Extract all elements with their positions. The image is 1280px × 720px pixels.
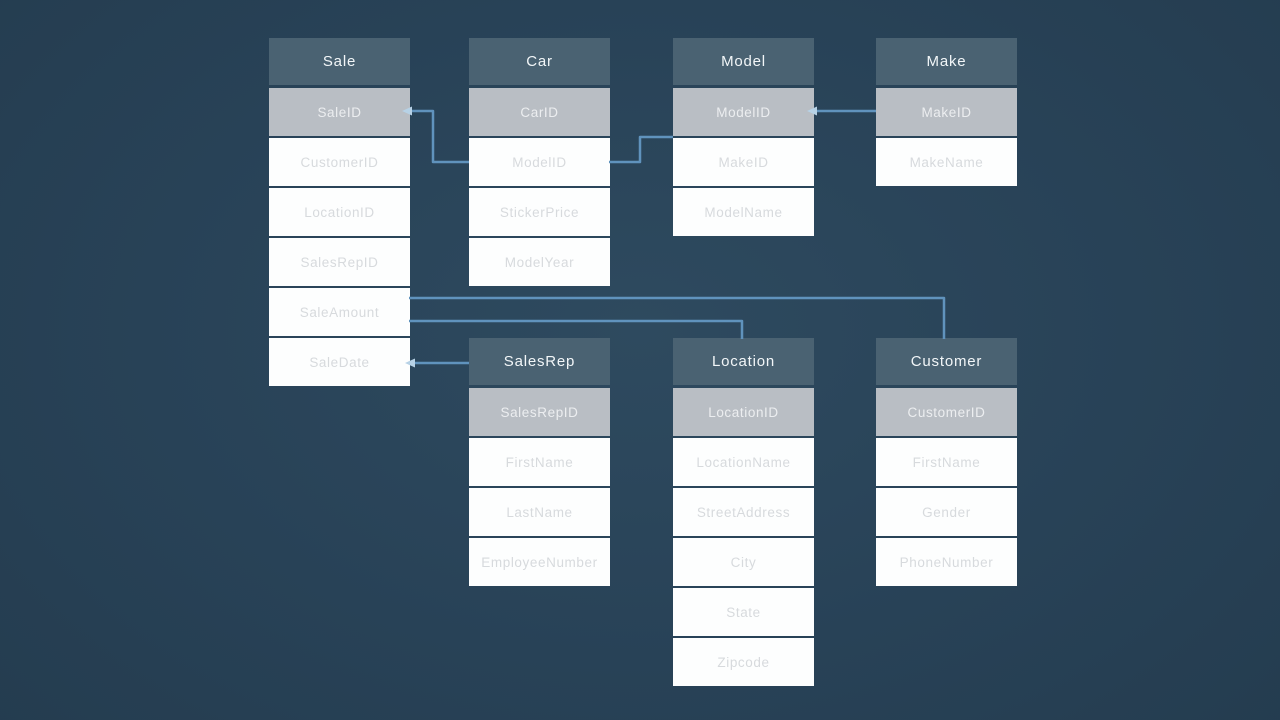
connector-sale-customer <box>409 296 946 339</box>
table-location: Location LocationID LocationName StreetA… <box>673 338 814 688</box>
table-car-field-modelyear: ModelYear <box>469 238 610 286</box>
table-car-title: Car <box>469 38 610 85</box>
table-customer-field-gender: Gender <box>876 488 1017 536</box>
table-sale: Sale SaleID CustomerID LocationID SalesR… <box>269 38 410 388</box>
table-model-field-modelid: ModelID <box>673 88 814 136</box>
table-make-field-makeid: MakeID <box>876 88 1017 136</box>
table-model-field-makeid: MakeID <box>673 138 814 186</box>
table-model-title: Model <box>673 38 814 85</box>
connector-sale-location <box>409 319 744 339</box>
connector-car-model <box>609 135 673 164</box>
table-location-field-locationname: LocationName <box>673 438 814 486</box>
table-sale-field-saledate: SaleDate <box>269 338 410 386</box>
table-customer-field-firstname: FirstName <box>876 438 1017 486</box>
table-car-field-stickerprice: StickerPrice <box>469 188 610 236</box>
table-salesrep-title: SalesRep <box>469 338 610 385</box>
table-sale-title: Sale <box>269 38 410 85</box>
table-salesrep-field-salesrepid: SalesRepID <box>469 388 610 436</box>
connector-sale-car <box>405 109 469 164</box>
table-car-field-carid: CarID <box>469 88 610 136</box>
table-car: Car CarID ModelID StickerPrice ModelYear <box>469 38 610 288</box>
table-customer-field-phonenumber: PhoneNumber <box>876 538 1017 586</box>
table-customer: Customer CustomerID FirstName Gender Pho… <box>876 338 1017 588</box>
table-customer-field-customerid: CustomerID <box>876 388 1017 436</box>
table-sale-field-saleid: SaleID <box>269 88 410 136</box>
table-salesrep: SalesRep SalesRepID FirstName LastName E… <box>469 338 610 588</box>
table-location-field-zipcode: Zipcode <box>673 638 814 686</box>
table-location-field-streetaddress: StreetAddress <box>673 488 814 536</box>
table-sale-field-saleamount: SaleAmount <box>269 288 410 336</box>
table-location-field-locationid: LocationID <box>673 388 814 436</box>
table-make: Make MakeID MakeName <box>876 38 1017 188</box>
table-location-title: Location <box>673 338 814 385</box>
table-make-field-makename: MakeName <box>876 138 1017 186</box>
table-sale-field-locationid: LocationID <box>269 188 410 236</box>
table-location-field-city: City <box>673 538 814 586</box>
table-sale-field-customerid: CustomerID <box>269 138 410 186</box>
table-model-field-modelname: ModelName <box>673 188 814 236</box>
table-salesrep-field-firstname: FirstName <box>469 438 610 486</box>
table-customer-title: Customer <box>876 338 1017 385</box>
table-salesrep-field-lastname: LastName <box>469 488 610 536</box>
table-make-title: Make <box>876 38 1017 85</box>
table-model: Model ModelID MakeID ModelName <box>673 38 814 238</box>
table-car-field-modelid: ModelID <box>469 138 610 186</box>
table-location-field-state: State <box>673 588 814 636</box>
table-salesrep-field-employeenumber: EmployeeNumber <box>469 538 610 586</box>
table-sale-field-salesrepid: SalesRepID <box>269 238 410 286</box>
